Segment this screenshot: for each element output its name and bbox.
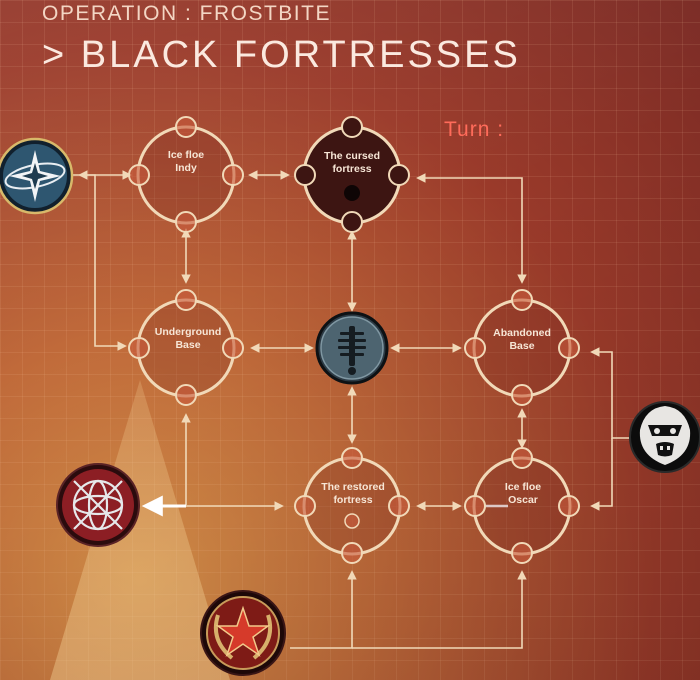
alien-glyph-icon xyxy=(338,326,366,375)
cursed-marker-icon xyxy=(344,185,360,201)
turn-label: Turn : xyxy=(444,118,505,141)
node-ice-floe-indy[interactable]: Ice floe Indy xyxy=(128,116,244,233)
node-label-line1: Ice floe xyxy=(168,149,204,161)
central-alien-token[interactable] xyxy=(315,311,389,385)
node-label-line1: The restored xyxy=(321,481,385,493)
node-abandoned-base[interactable]: Abandoned Base xyxy=(464,289,580,406)
path-star-restored xyxy=(290,570,357,649)
node-cursed-fortress[interactable]: The cursed fortress xyxy=(294,116,410,233)
path-cursed-abandoned xyxy=(416,173,527,284)
path-star-oscar xyxy=(352,570,527,649)
crosshair-faction-token[interactable] xyxy=(56,463,140,547)
gorilla-head-icon xyxy=(639,406,691,465)
node-label-line1: Ice floe xyxy=(505,481,541,493)
operation-title: OPERATION : FROSTBITE xyxy=(42,2,331,25)
red-star-wreath-icon xyxy=(213,605,273,660)
node-label-line2: Base xyxy=(175,339,200,351)
node-restored-fortress[interactable]: The restored fortress xyxy=(294,447,410,564)
node-label-line2: Oscar xyxy=(508,494,538,506)
compass-faction-token[interactable] xyxy=(0,137,74,215)
path-gorilla-abandoned xyxy=(590,347,632,439)
node-label-line2: Base xyxy=(509,340,534,352)
path-compass-underground xyxy=(70,174,127,351)
compass-star-icon xyxy=(4,150,66,202)
gorilla-faction-token[interactable] xyxy=(629,401,700,473)
title-text: BLACK FORTRESSES xyxy=(80,34,521,76)
node-label-line2: fortress xyxy=(333,494,372,506)
red-star-faction-token[interactable] xyxy=(200,590,286,676)
node-label-line1: Abandoned xyxy=(493,327,551,339)
node-underground-base[interactable]: Underground Base xyxy=(128,289,244,406)
path-gorilla-oscar xyxy=(590,438,613,511)
node-label-line1: The cursed xyxy=(324,150,380,162)
node-label-line1: Underground xyxy=(155,326,222,338)
title-prefix: > xyxy=(42,34,68,76)
node-label-line2: Indy xyxy=(175,162,197,174)
connection-lines xyxy=(70,170,632,649)
crosshair-sphere-icon xyxy=(72,479,124,531)
node-ice-floe-oscar[interactable]: Ice floe Oscar xyxy=(464,447,580,564)
page-title: > BLACK FORTRESSES xyxy=(42,34,521,77)
node-label-line2: fortress xyxy=(332,163,371,175)
